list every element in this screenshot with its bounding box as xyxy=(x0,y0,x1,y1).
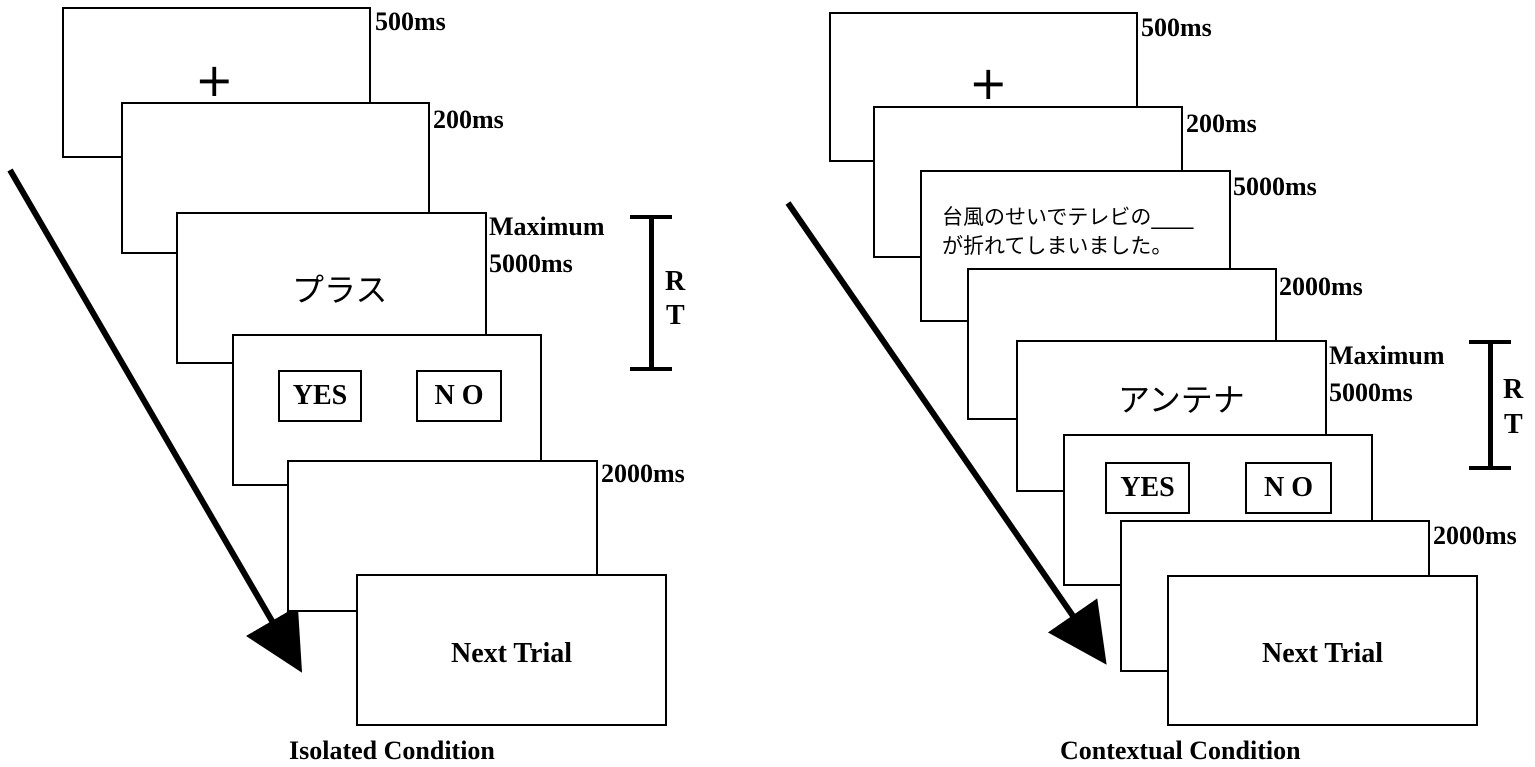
rt-letter-t: T xyxy=(666,300,685,331)
contextual-target-word: アンテナ xyxy=(1118,381,1245,419)
isolated-time-arrow xyxy=(7,168,303,673)
contextual-blank3-duration: 2000ms xyxy=(1433,521,1517,550)
isolated-fixation-duration: 500ms xyxy=(375,7,446,36)
next-trial-label: Next Trial xyxy=(1261,638,1384,669)
isolated-blank1-duration: 200ms xyxy=(433,105,504,134)
isolated-blank2-duration: 2000ms xyxy=(601,459,685,488)
isolated-target-word: プラス xyxy=(292,271,388,309)
contextual-fixation-duration: 500ms xyxy=(1141,13,1212,42)
rt-bracket-stem xyxy=(1488,340,1493,470)
rt-letter-r: R xyxy=(1503,374,1524,405)
context-sentence-line-2: が折れてしまいました。 xyxy=(942,234,1173,258)
rt-letter-t: T xyxy=(1504,409,1523,440)
next-trial-label: Next Trial xyxy=(450,638,573,669)
no-response-box: N O xyxy=(416,370,502,422)
fixation-cross: + xyxy=(969,56,1008,110)
rt-bracket-bottom xyxy=(630,367,672,371)
yes-response-box: YES xyxy=(278,370,362,422)
yes-response-box: YES xyxy=(1105,462,1190,514)
contextual-target-duration: Maximum 5000ms xyxy=(1329,341,1445,407)
rt-letter-r: R xyxy=(665,266,686,297)
contextual-time-arrow xyxy=(785,201,1107,665)
contextual-next-trial-screen: Next Trial xyxy=(1167,575,1478,726)
contextual-blank2-duration: 2000ms xyxy=(1279,272,1363,301)
isolated-target-duration: Maximum 5000ms xyxy=(489,212,605,278)
isolated-condition-title: Isolated Condition xyxy=(289,736,495,765)
isolated-next-trial-screen: Next Trial xyxy=(356,574,667,726)
contextual-blank1-duration: 200ms xyxy=(1186,109,1257,138)
no-response-box: N O xyxy=(1245,462,1332,514)
contextual-sentence-duration: 5000ms xyxy=(1233,172,1317,201)
contextual-condition-title: Contextual Condition xyxy=(1060,736,1301,765)
context-sentence-line-1: 台風のせいでテレビの____ xyxy=(942,205,1194,229)
rt-bracket-bottom xyxy=(1469,466,1511,470)
fixation-cross: + xyxy=(195,53,234,107)
rt-bracket-stem xyxy=(649,215,654,371)
